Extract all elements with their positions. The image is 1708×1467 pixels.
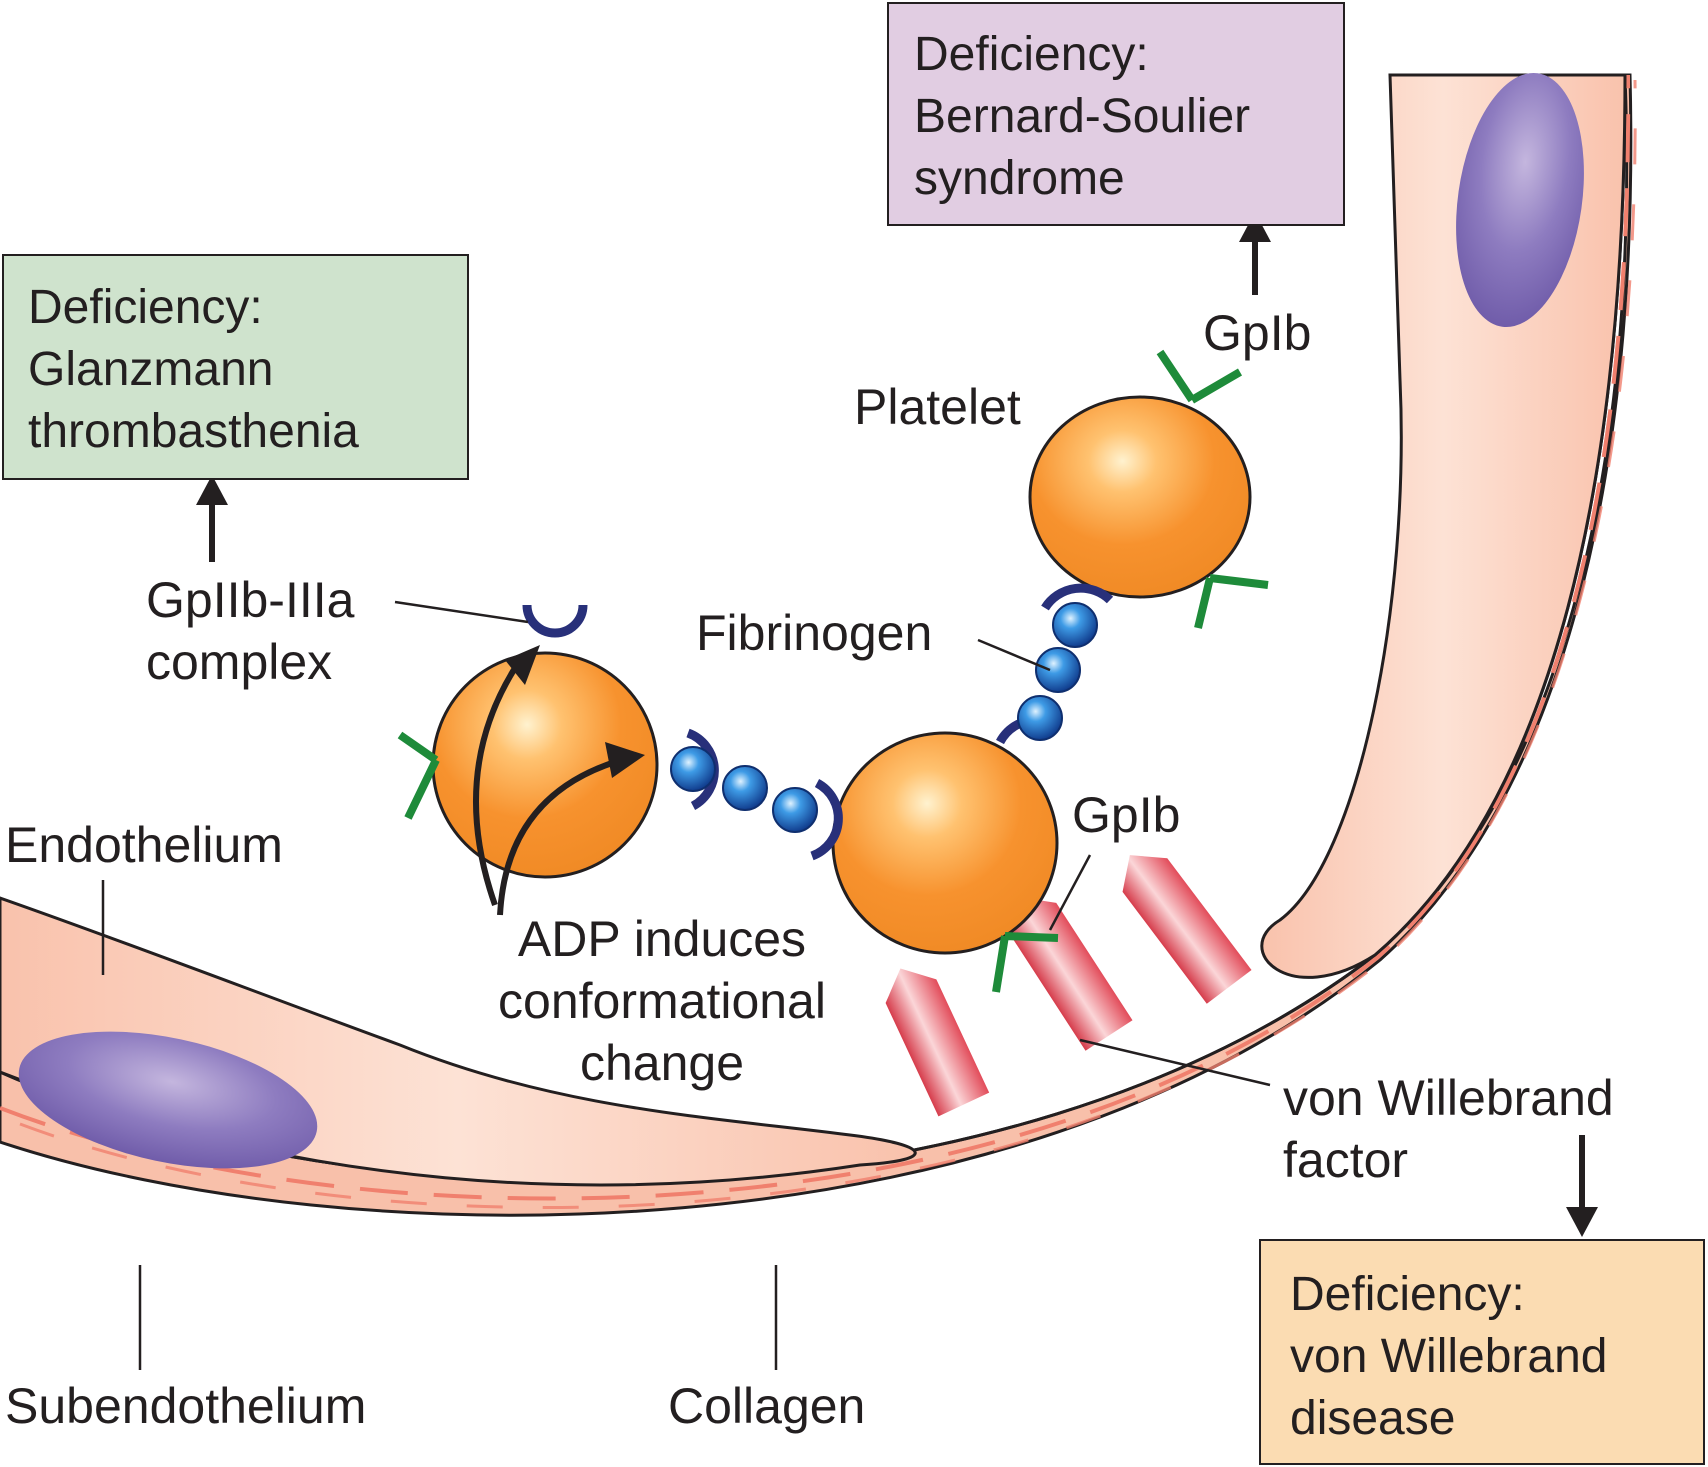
- label-gpiib-line2: complex: [146, 634, 332, 690]
- gpib-receptor-middle: [992, 932, 1059, 993]
- label-endothelium: Endothelium: [5, 817, 283, 873]
- label-collagen: Collagen: [668, 1378, 865, 1434]
- gpiib-iiia-receptors: [522, 583, 1114, 861]
- leader-vwf: [1079, 1038, 1271, 1087]
- straight-arrows: [196, 212, 1598, 1237]
- subendothelium-band: [0, 75, 1708, 1467]
- arrow-vwd-head: [1566, 1207, 1598, 1237]
- nucleus-right: [1456, 72, 1584, 328]
- glanzmann-box-line2: Glanzmann: [28, 343, 273, 396]
- label-vwf-line2: factor: [1283, 1132, 1408, 1188]
- leader-fibrinogen: [977, 638, 1051, 672]
- bernard-box-line3: syndrome: [914, 152, 1125, 205]
- bernard-box-line2: Bernard-Soulier: [914, 90, 1250, 143]
- vwd-box: Deficiency: von Willebrand disease: [1259, 1239, 1705, 1465]
- gpib-receptor-top-lower: [1194, 574, 1269, 629]
- platelet-top: [1028, 395, 1252, 599]
- gpib-receptor-left: [397, 731, 440, 820]
- glanzmann-box-line1: Deficiency:: [28, 281, 263, 334]
- leader-gpiib: [394, 600, 529, 624]
- vessel-wall: [0, 72, 1708, 1467]
- label-vwf-line1: von Willebrand: [1283, 1070, 1614, 1126]
- label-adp-line2: conformational: [498, 973, 826, 1029]
- label-platelet: Platelet: [854, 379, 1021, 435]
- label-gpib-top: GpIb: [1203, 305, 1311, 361]
- arrow-bernard-head: [1239, 212, 1271, 242]
- gpiib-receptor-top: [522, 604, 588, 638]
- vwd-box-bg: [1259, 1239, 1705, 1465]
- bernard-soulier-box: Deficiency: Bernard-Soulier syndrome: [887, 2, 1345, 226]
- vwd-box-line1: Deficiency:: [1290, 1268, 1525, 1321]
- gpib-receptor-top: [1156, 349, 1243, 404]
- glanzmann-box-bg: [2, 254, 469, 480]
- adp-arrowhead-right: [605, 742, 645, 778]
- label-adp-line3: change: [580, 1035, 744, 1091]
- fibrinogen-chain-horizontal: [670, 746, 818, 833]
- label-subendothelium: Subendothelium: [5, 1378, 366, 1434]
- arrow-glanzmann-head: [196, 475, 228, 505]
- bernard-box-bg: [887, 2, 1345, 226]
- leader-lines: [101, 600, 1271, 1370]
- vwd-box-line3: disease: [1290, 1392, 1455, 1445]
- glanzmann-box-line3: thrombasthenia: [28, 405, 359, 458]
- gpib-receptors: [397, 349, 1269, 993]
- adp-arrowhead-up: [505, 645, 540, 685]
- label-fibrinogen: Fibrinogen: [696, 605, 932, 661]
- vwf-molecule-1: [885, 968, 990, 1117]
- gpiib-receptor-middle-left: [810, 779, 843, 861]
- adp-arrows: [473, 666, 616, 916]
- leader-gpib-mid: [1048, 854, 1092, 931]
- label-gpiib-line1: GpIIb-IIIa: [146, 572, 355, 628]
- adp-arrow-up: [473, 666, 518, 906]
- collagen-fibers: [0, 74, 1631, 1201]
- platelet-middle: [831, 731, 1059, 955]
- fibrinogen-chain-vertical: [1017, 602, 1098, 741]
- vwd-box-line2: von Willebrand: [1290, 1330, 1607, 1383]
- gpiib-receptor-top-bottom: [1041, 583, 1114, 611]
- glanzmann-box: Deficiency: Glanzmann thrombasthenia: [2, 254, 469, 480]
- adp-arrow-right: [497, 759, 616, 916]
- nucleus-left: [18, 1031, 318, 1169]
- bernard-box-line1: Deficiency:: [914, 28, 1149, 81]
- vwf-molecule-3: [1122, 855, 1252, 1004]
- label-adp-line1: ADP induces: [518, 911, 806, 967]
- label-gpib-middle: GpIb: [1072, 787, 1180, 843]
